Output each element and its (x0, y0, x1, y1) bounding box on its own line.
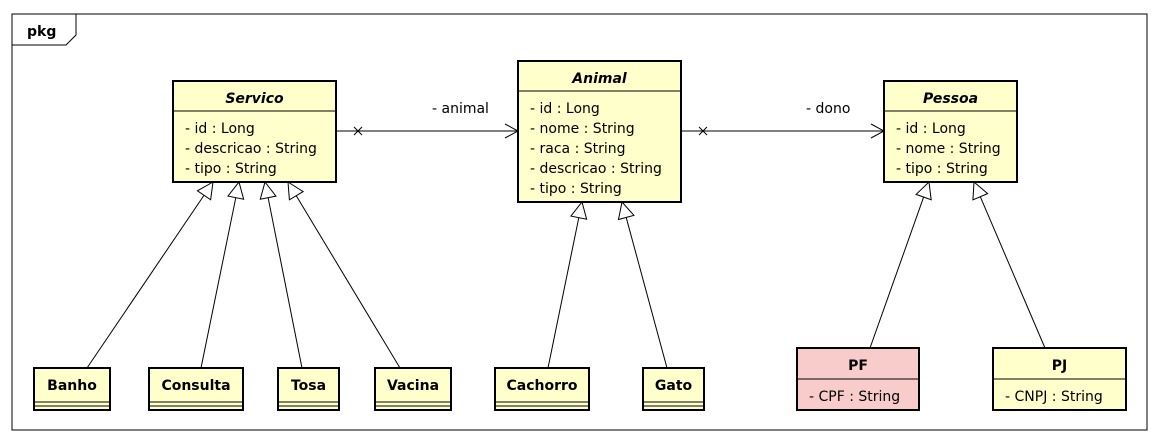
class-attribute-animal: - id : Long (530, 101, 600, 117)
generalization-arrowhead-cachorro (570, 200, 588, 220)
class-attribute-animal: - raca : String (530, 141, 626, 157)
generalization-line-cachorro (547, 217, 580, 369)
class-banho: Banho (33, 367, 111, 411)
generalization-line-consulta (200, 197, 237, 369)
class-pf: PF - CPF : String (796, 347, 920, 411)
generalization-line-pj (979, 196, 1046, 349)
class-pessoa: Pessoa - id : Long - nome : String - tipo :… (883, 80, 1018, 183)
class-attribute-pessoa: - tipo : String (896, 161, 988, 177)
class-box-tosa (277, 367, 340, 411)
class-gato: Gato (642, 367, 705, 411)
class-attribute-pessoa: - nome : String (896, 141, 1001, 157)
class-attribute-servico: - id : Long (185, 121, 255, 137)
class-name-tosa: Tosa (291, 378, 326, 394)
generalization-arrowhead-consulta (227, 180, 245, 200)
class-servico: Servico - id : Long - descricao : String - … (172, 80, 337, 183)
generalization-line-tosa (267, 197, 303, 369)
generalization-line-banho (86, 194, 205, 369)
class-name-banho: Banho (47, 378, 97, 394)
class-box-consulta (148, 367, 244, 411)
class-name-pessoa: Pessoa (923, 91, 978, 107)
class-box-cachorro (494, 367, 590, 411)
class-pj: PJ - CNPJ : String (992, 347, 1127, 411)
class-box-animal (517, 60, 682, 203)
class-attribute-servico: - descricao : String (185, 141, 317, 157)
class-tosa: Tosa (277, 367, 340, 411)
class-attribute-pj: - CNPJ : String (1005, 389, 1103, 405)
class-attribute-pf: - CPF : String (809, 389, 900, 405)
class-name-pf: PF (848, 358, 868, 374)
generalization-arrowhead-pj (972, 180, 989, 201)
association-navigability-x-animal (353, 126, 363, 136)
generalization-arrowhead-pf (915, 180, 932, 201)
association-label-dono: - dono (806, 101, 850, 117)
generalization-arrowhead-banho (196, 181, 214, 201)
classes: Servico - id : Long - descricao : String - … (33, 60, 1127, 411)
association-label-animal: - animal (432, 101, 489, 117)
class-name-servico: Servico (225, 91, 284, 107)
class-name-animal: Animal (571, 71, 627, 87)
class-cachorro: Cachorro (494, 367, 590, 411)
class-box-vacina (374, 367, 452, 411)
generalization-arrowhead-vacina (287, 181, 305, 201)
association-navigability-x-dono (698, 126, 708, 136)
class-attribute-animal: - nome : String (530, 121, 635, 137)
generalization-arrowhead-tosa (259, 180, 277, 200)
class-box-banho (33, 367, 111, 411)
class-name-vacina: Vacina (387, 378, 439, 394)
class-name-gato: Gato (655, 378, 693, 394)
class-attribute-pessoa: - id : Long (896, 121, 966, 137)
package-frame (11, 13, 1148, 431)
class-name-consulta: Consulta (161, 378, 230, 394)
class-animal: Animal - id : Long - nome : String - raca :… (517, 60, 682, 203)
generalization-line-vacina (295, 195, 401, 369)
connectors (86, 123, 1046, 369)
class-vacina: Vacina (374, 367, 452, 411)
generalization-line-gato (625, 217, 668, 369)
class-consulta: Consulta (148, 367, 244, 411)
class-attribute-animal: - tipo : String (530, 181, 622, 197)
class-box-pessoa (883, 80, 1018, 183)
class-attribute-animal: - descricao : String (530, 161, 662, 177)
class-box-servico (172, 80, 337, 183)
class-box-gato (642, 367, 705, 411)
class-name-cachorro: Cachorro (506, 378, 577, 394)
package-label: pkg (27, 24, 56, 40)
generalization-line-pf (869, 196, 925, 349)
class-attribute-servico: - tipo : String (185, 161, 277, 177)
generalization-arrowhead-gato (617, 200, 635, 221)
class-name-pj: PJ (1052, 358, 1067, 374)
package-tab (11, 13, 77, 46)
